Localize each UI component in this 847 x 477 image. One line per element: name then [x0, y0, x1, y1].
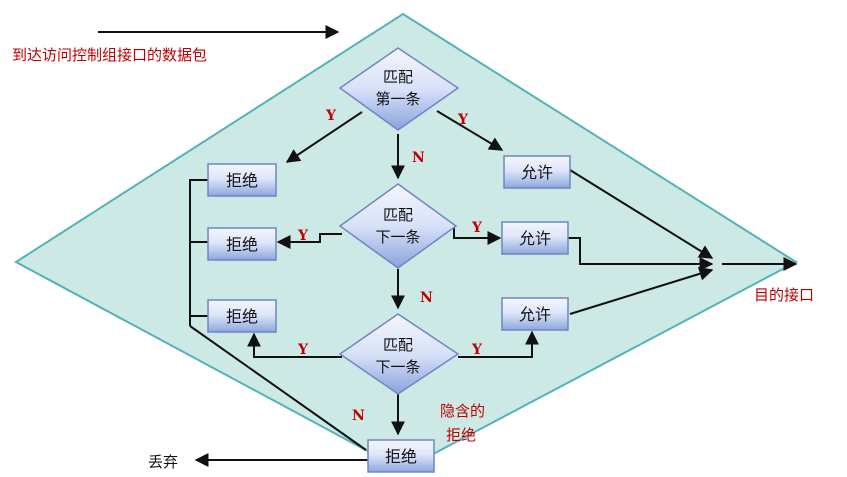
svg-text:拒绝: 拒绝 — [385, 447, 417, 466]
no-label-1: N — [412, 150, 425, 166]
arrow-match3-permit — [458, 330, 539, 358]
svg-text:拒绝: 拒绝 — [226, 307, 258, 326]
svg-text:下一条: 下一条 — [375, 358, 420, 376]
svg-text:拒绝: 拒绝 — [226, 235, 258, 254]
svg-text:允许: 允许 — [519, 305, 551, 324]
discard-label: 丢弃 — [148, 453, 178, 471]
arrow-permit2-dest — [568, 237, 714, 271]
svg-text:拒绝: 拒绝 — [226, 171, 258, 190]
arrow-permit3-dest — [569, 267, 714, 315]
svg-text:允许: 允许 — [521, 163, 553, 182]
implicit-deny-label-line1: 隐含的 — [440, 402, 485, 420]
svg-text:匹配: 匹配 — [383, 206, 413, 224]
deny-collector-bus — [189, 179, 208, 326]
yes-label-3b: Y — [471, 342, 483, 358]
yes-label-1b: Y — [457, 112, 469, 128]
permit-box-1: 允许 — [503, 155, 571, 189]
yes-label-3a: Y — [297, 342, 309, 358]
permit-box-3: 允许 — [501, 297, 569, 331]
arrow-match1-permit — [436, 110, 504, 151]
arrow-permit1-dest — [569, 169, 714, 259]
yes-label-2a: Y — [297, 228, 309, 244]
svg-text:第一条: 第一条 — [375, 90, 420, 108]
svg-text:允许: 允许 — [519, 229, 551, 248]
svg-text:下一条: 下一条 — [375, 228, 420, 246]
deny-to-final — [189, 325, 367, 451]
svg-text:匹配: 匹配 — [383, 68, 413, 86]
yes-label-2b: Y — [471, 220, 483, 236]
deny-box-3: 拒绝 — [207, 299, 277, 333]
deny-box-2: 拒绝 — [207, 227, 277, 261]
decision-match-next-1: 匹配 下一条 — [338, 183, 458, 269]
arrow-match1-deny — [285, 111, 363, 163]
no-label-2: N — [420, 290, 433, 306]
permit-box-2: 允许 — [501, 221, 569, 255]
arrow-match2-deny — [276, 233, 342, 249]
decision-match-first: 匹配 第一条 — [338, 47, 460, 131]
svg-text:匹配: 匹配 — [383, 336, 413, 354]
arrow-match3-deny — [247, 332, 342, 358]
implicit-deny-label-line2: 拒绝 — [446, 426, 476, 444]
decision-match-next-2: 匹配 下一条 — [338, 313, 460, 395]
no-label-3: N — [352, 408, 365, 424]
deny-box-implicit: 拒绝 — [367, 439, 435, 473]
destination-interface-label: 目的接口 — [754, 286, 814, 304]
yes-label-1a: Y — [325, 108, 337, 124]
deny-box-1: 拒绝 — [207, 163, 277, 197]
incoming-packet-label: 到达访问控制组接口的数据包 — [12, 46, 207, 64]
arrow-match2-permit — [453, 226, 502, 245]
